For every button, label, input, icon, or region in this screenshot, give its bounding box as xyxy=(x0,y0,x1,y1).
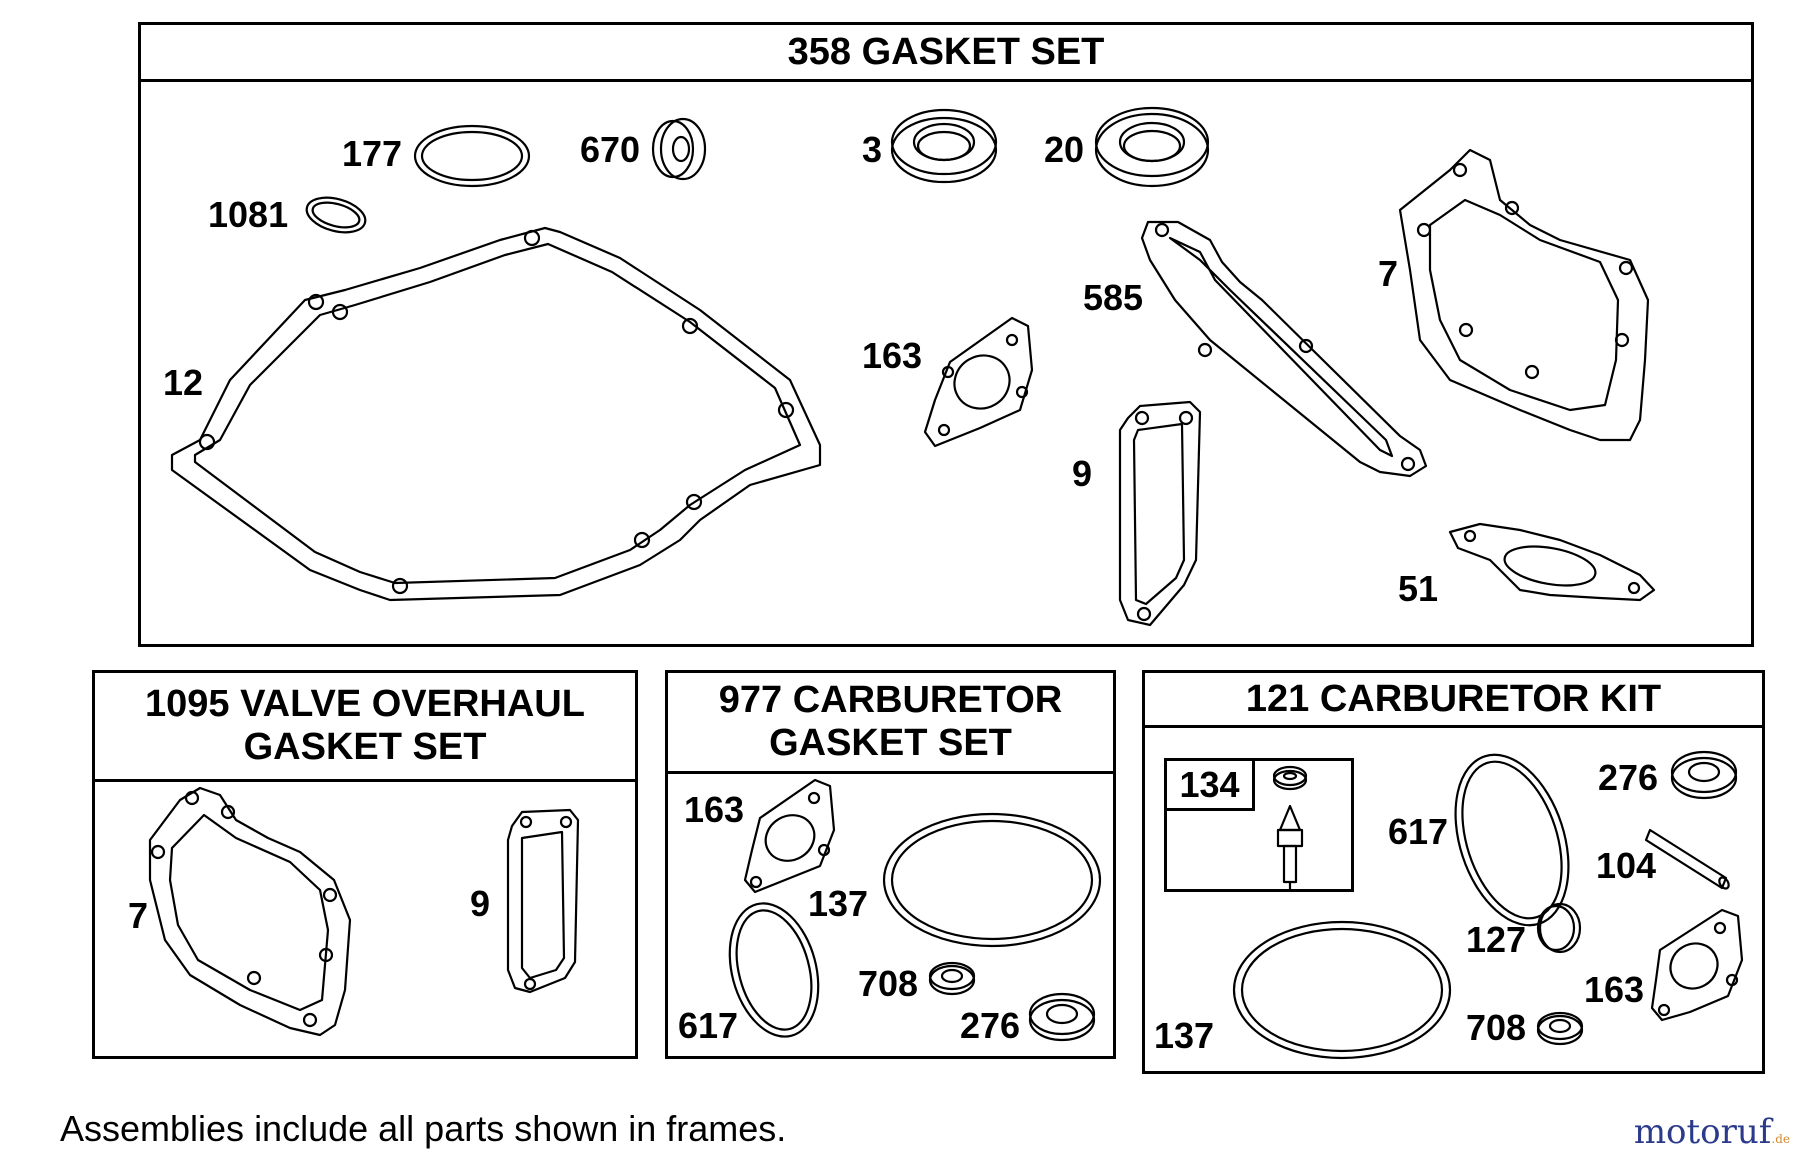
part-label-104: 104 xyxy=(1596,845,1657,886)
exhaust-gasket-51-icon xyxy=(1448,522,1656,602)
part-label-9: 9 xyxy=(470,883,491,924)
part-label-137: 137 xyxy=(808,883,869,924)
part-label-12: 12 xyxy=(163,362,204,403)
footnote: Assemblies include all parts shown in fr… xyxy=(60,1108,787,1149)
breather-gasket-585-icon xyxy=(1140,220,1428,478)
part-label-163: 163 xyxy=(684,789,745,830)
part-label-9: 9 xyxy=(1072,453,1093,494)
part-label-708: 708 xyxy=(858,963,919,1004)
part-label-1081: 1081 xyxy=(208,194,289,235)
part-label-163: 163 xyxy=(1584,969,1645,1010)
frame-title: 977 CARBURETOR GASKET SET xyxy=(668,673,1113,774)
valve-cover-gasket-9-icon xyxy=(1118,400,1202,627)
head-gasket-7-icon xyxy=(148,786,352,1037)
watermark-suffix: .de xyxy=(1771,1132,1790,1146)
part-label-177: 177 xyxy=(342,133,403,174)
oring-177-icon xyxy=(413,124,531,188)
part-label-585: 585 xyxy=(1083,277,1144,318)
part-label-617: 617 xyxy=(678,1005,739,1046)
part-label-163: 163 xyxy=(862,335,923,376)
frame-title-line1: 1095 VALVE OVERHAUL xyxy=(145,683,585,725)
frame-gasket-set: 358 GASKET SET xyxy=(138,22,1754,647)
part-label-3: 3 xyxy=(862,129,883,170)
frame-title-line2: GASKET SET xyxy=(769,722,1012,764)
oil-seal-20-icon xyxy=(1094,106,1210,188)
frame-title-line1: 977 CARBURETOR xyxy=(718,679,1063,721)
oil-seal-3-icon xyxy=(890,108,998,184)
crankcase-gasket-12-icon xyxy=(170,226,822,602)
carb-gasket-163-icon xyxy=(923,316,1034,448)
valve-cover-gasket-9-icon xyxy=(506,808,580,994)
seal-670-icon xyxy=(651,117,707,181)
sub-frame-134: 134 xyxy=(1164,758,1354,892)
part-label-708: 708 xyxy=(1466,1007,1527,1048)
frame-title: 121 CARBURETOR KIT xyxy=(1145,673,1762,728)
washer-276-icon xyxy=(1670,750,1738,800)
carb-gasket-163-icon xyxy=(743,778,836,894)
inlet-needle-icon xyxy=(1276,804,1304,892)
washer-276-icon xyxy=(1028,992,1096,1042)
head-gasket-7-icon xyxy=(1398,148,1650,442)
gasket-137-icon xyxy=(1232,920,1452,1060)
frame-carb-gasket-set: 977 CARBURETOR GASKET SET xyxy=(665,670,1116,1059)
sub-frame-label: 134 xyxy=(1167,761,1255,811)
washer-708-icon xyxy=(1536,1011,1584,1046)
gasket-137-icon xyxy=(882,812,1102,948)
oring-617-icon xyxy=(728,902,820,1038)
frame-title: 1095 VALVE OVERHAUL GASKET SET xyxy=(95,673,635,782)
welch-plug-127-icon xyxy=(1536,902,1582,954)
watermark-logo: motoruf.de xyxy=(1634,1112,1790,1152)
part-label-51: 51 xyxy=(1398,568,1439,609)
needle-seat-icon xyxy=(1272,765,1308,791)
part-label-7: 7 xyxy=(1378,253,1399,294)
oring-1081-icon xyxy=(305,196,367,234)
part-label-276: 276 xyxy=(1598,757,1659,798)
carb-gasket-163-icon xyxy=(1650,908,1744,1022)
washer-708-icon xyxy=(928,961,976,996)
pin-104-icon xyxy=(1644,828,1730,890)
frame-title-line2: GASKET SET xyxy=(243,726,487,768)
watermark-main: motoruf xyxy=(1633,1112,1772,1152)
part-label-20: 20 xyxy=(1044,129,1085,170)
part-label-276: 276 xyxy=(960,1005,1021,1046)
part-label-670: 670 xyxy=(580,129,641,170)
part-label-617: 617 xyxy=(1388,811,1449,852)
part-label-7: 7 xyxy=(128,895,149,936)
frame-title: 358 GASKET SET xyxy=(141,25,1751,82)
part-label-137: 137 xyxy=(1154,1015,1215,1056)
part-label-127: 127 xyxy=(1466,919,1527,960)
frame-valve-overhaul: 1095 VALVE OVERHAUL GASKET SET xyxy=(92,670,638,1059)
